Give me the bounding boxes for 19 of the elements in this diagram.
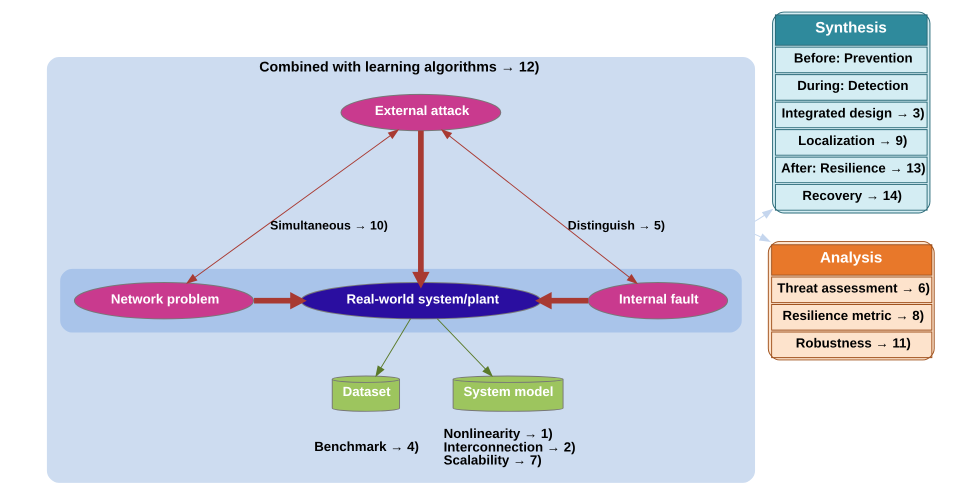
arrow — [436, 318, 493, 377]
node-ellipse: Real-world system/plant — [300, 282, 541, 320]
edge-label: Simultaneous → 10) — [270, 218, 388, 233]
arrow — [412, 130, 430, 288]
arrow — [754, 233, 770, 242]
arrow — [185, 129, 399, 284]
arrow — [440, 129, 638, 284]
node-label: Nonlinearity → 1) — [443, 426, 552, 441]
node-ellipse: Internal fault — [587, 282, 728, 320]
arrow — [534, 292, 588, 310]
node-label: Scalability → 7) — [443, 452, 542, 468]
edge-label: Distinguish → 5) — [567, 218, 664, 233]
node-ellipse: External attack — [340, 94, 501, 132]
arrow — [254, 292, 306, 310]
cluster — [60, 268, 742, 333]
node-label: Benchmark → 4) — [314, 438, 418, 454]
arrow — [374, 318, 411, 378]
arrow — [754, 208, 773, 222]
node-ellipse: Network problem — [73, 282, 254, 320]
